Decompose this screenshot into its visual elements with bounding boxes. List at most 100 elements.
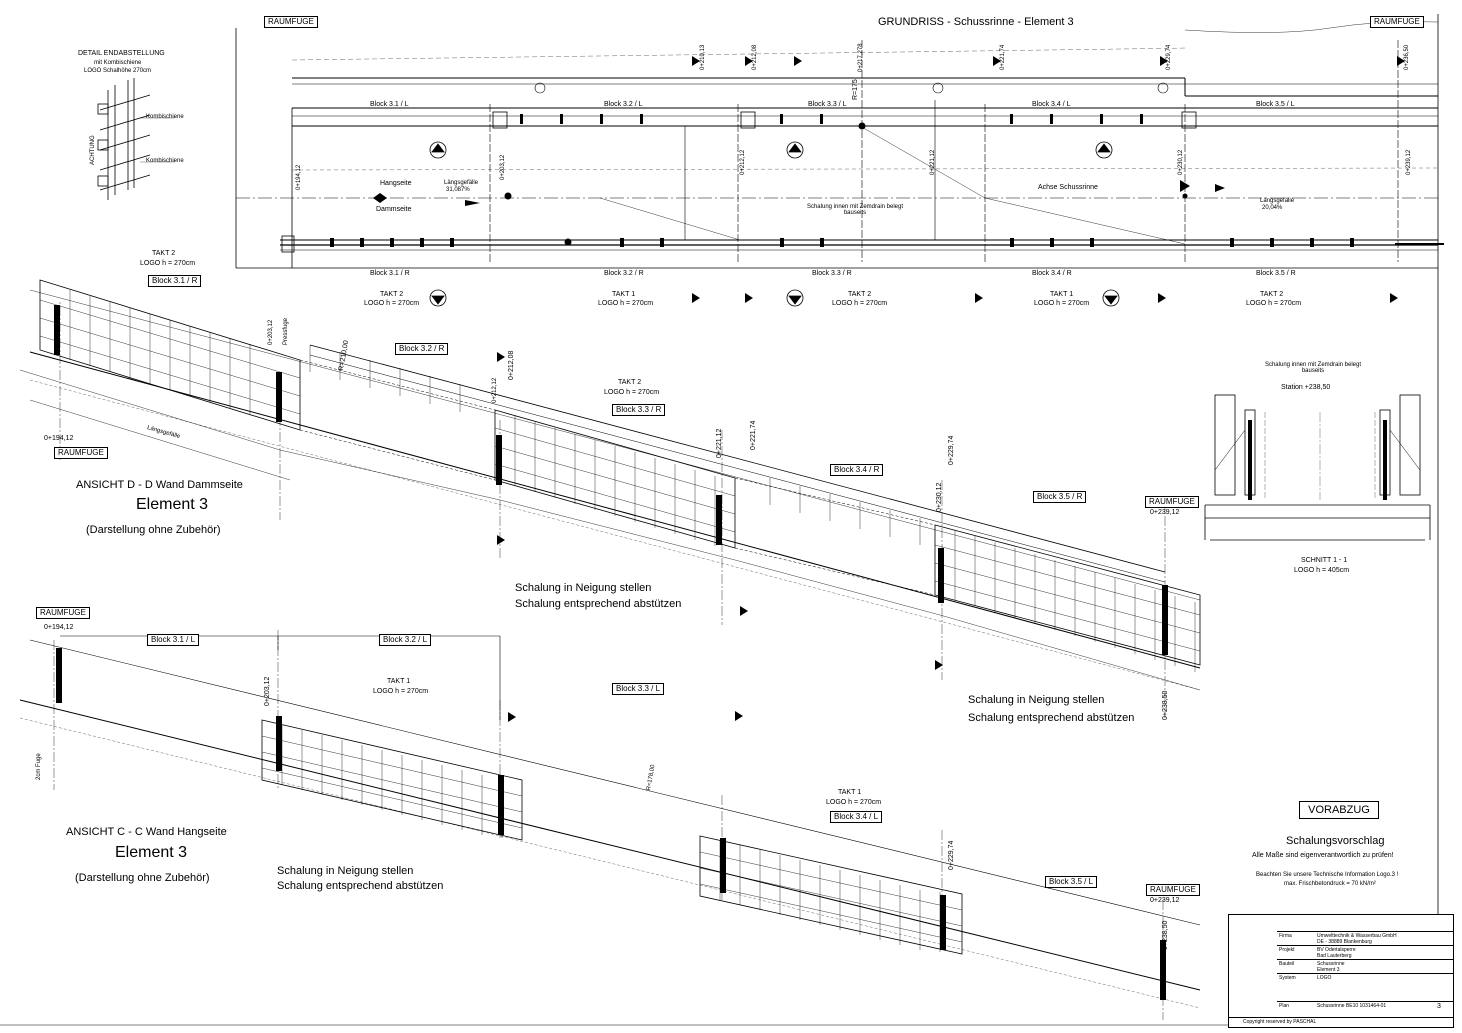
cc-block-a: Block 3.1 / L [147,634,200,646]
tb-plan: Schussrinne BE10 1031464-01 [1317,1003,1387,1009]
view-cc-walls [56,648,1166,1000]
plan-takt-1-logo: LOGO h = 270cm [364,300,420,307]
dd-block-d: Block 3.4 / R [830,464,884,476]
plan-block-r1: Block 3.1 / R [370,270,410,277]
detail-kombi-1: Kombischiene [146,114,184,120]
dd-st-3: 0+229,74 [948,435,955,465]
dd-pressfuge: Pressfuge [283,317,289,345]
view-dd-grid [19,290,1201,691]
section-station: Station +238,50 [1281,384,1331,391]
dd-st-5: 0+238,50 [1162,690,1169,720]
plan-block-r5: Block 3.5 / R [1256,270,1296,277]
cc-station-start: 0+194,12 [44,624,74,631]
tb-blatt: 3 [1437,1003,1441,1010]
tb-projekt-label: Projekt [1279,947,1295,953]
plan-station-top-3: 0+217,278 [858,43,864,72]
section-walls [1248,420,1387,500]
plan-station-top-4: 0+221,74 [1000,44,1006,70]
tb-bauteil: Schussrinne [1317,961,1345,967]
dd-st-2: 0+221,74 [750,420,757,450]
section-logo: LOGO h = 405cm [1294,567,1350,574]
tb-element: Element 3 [1317,967,1340,973]
section-note: Schalung innen mit Zemdrain belegt bause… [1264,362,1362,374]
plan-takt-2: TAKT 1 [612,291,636,298]
dd-block-c: Block 3.3 / R [612,404,666,416]
dd-instruction-1: Schalung in Neigung stellen [515,582,652,594]
cc-note: (Darstellung ohne Zubehör) [75,872,210,884]
masse-note: Alle Maße sind eigenverantwortlich zu pr… [1252,852,1394,859]
tb-row-firma: Firma Umwelttechnik & Wasserbau GmbH DE … [1277,931,1453,946]
dd-raumfuge-left: RAUMFUGE [54,447,108,459]
flag-markers [373,56,1405,722]
plan-zemdrain-note: Schalung innen mit Zemdrain belegt bause… [806,204,904,216]
cc-raumfuge-right: RAUMFUGE [1146,884,1200,896]
plan-gefaelle-2-value: 20,04% [1262,205,1283,211]
dd-instruction-4: Schalung entsprechend abstützen [968,712,1135,724]
detail-figure [97,78,175,200]
dd-st-6: 0+203,12 [268,319,274,345]
dd-block-a: Block 3.1 / R [148,275,202,287]
tb-bauteil-label: Bauteil [1279,961,1295,967]
cc-st-3: 0+238,50 [1162,920,1169,950]
dd-st-8: 0+221,12 [716,428,723,458]
raumfuge-plan-left: RAUMFUGE [264,16,318,28]
cc-element: Element 3 [115,844,188,861]
cc-takt-d: TAKT 1 [838,789,862,796]
tb-copyright: Copyright reserved by PASCHAL [1243,1019,1317,1025]
plan-takt-5: TAKT 2 [1260,291,1284,298]
dd-st-1: 0+212,08 [508,350,515,380]
plan-block-r4: Block 3.4 / R [1032,270,1072,277]
plan-radius: R=175 [852,79,859,100]
plan-station-mid-6: 0+239,12 [1406,149,1412,175]
plan-gefaelle-2-label: Längsgefälle [1260,198,1295,204]
plan-block-l1: Block 3.1 / L [370,101,409,108]
plan-gefaelle-1-label: Längsgefälle [444,180,479,186]
cc-instruction-2: Schalung entsprechend abstützen [277,880,444,892]
plan-station-top-5: 0+229,74 [1166,44,1172,70]
title-block: Firma Umwelttechnik & Wasserbau GmbH DE … [1228,914,1454,1028]
plan-block-l2: Block 3.2 / L [604,101,643,108]
dd-element: Element 3 [136,496,209,513]
cc-fuge: 2cm Fuge [36,753,42,780]
dd-takt-c: TAKT 2 [618,379,642,386]
plan-title: GRUNDRISS - Schussrinne - Element 3 [878,16,1074,28]
view-dd-walls [54,305,1168,655]
cc-raumfuge-left: RAUMFUGE [36,607,90,619]
tb-system: LOGO [1317,975,1332,981]
tb-ort: Bad Lauterberg [1317,953,1352,959]
dd-instruction-3: Schalung in Neigung stellen [968,694,1105,706]
plan-station-top-2: 0+212,08 [752,44,758,70]
cc-block-b: Block 3.2 / L [379,634,432,646]
dd-note: (Darstellung ohne Zubehör) [86,524,221,536]
dd-heading: ANSICHT D - D Wand Dammseite [76,479,243,491]
tb-firma-label: Firma [1279,933,1292,939]
tb-plan-label: Plan [1279,1003,1290,1009]
cc-st-1: 0+203,12 [264,676,271,706]
tb-row-bauteil: Bauteil Schussrinne Element 3 [1277,959,1453,974]
cc-block-c: Block 3.3 / L [612,683,665,695]
view-dd-drawing [29,279,1201,720]
tb-firma: Umwelttechnik & Wasserbau GmbH [1317,933,1397,939]
plan-station-top-6: 0+236,50 [1404,44,1410,70]
plan-view [235,21,1444,269]
plan-takt-4: TAKT 1 [1050,291,1074,298]
cc-heading: ANSICHT C - C Wand Hangseite [66,826,227,838]
tb-adresse: DE - 38889 Blankenburg [1317,939,1372,945]
tb-row-plan: Plan Schussrinne BE10 1031464-01 3 [1277,1001,1453,1014]
plan-station-mid-4: 0+221,12 [930,149,936,175]
plan-station-mid-2: 0+203,12 [500,154,506,180]
plan-dammseite: Dammseite [376,206,412,213]
dd-st-4: 0+230,12 [936,482,943,512]
cc-logo-d: LOGO h = 270cm [826,799,882,806]
cc-takt-b: TAKT 1 [387,678,411,685]
info-note-2: max. Frischbetondruck = 70 kN/m² [1284,881,1376,887]
raumfuge-plan-right: RAUMFUGE [1370,16,1424,28]
cc-block-d: Block 3.4 / L [830,811,883,823]
plan-station-mid-1: 0+194,12 [296,164,302,190]
tb-system-label: System [1279,975,1296,981]
detail-line2: mit Kombischiene [94,60,142,66]
section-title: SCHNITT 1 - 1 [1301,557,1348,564]
plan-hangseite: Hangseite [380,180,412,187]
section-markers [429,141,1120,307]
plan-takt-1: TAKT 2 [380,291,404,298]
